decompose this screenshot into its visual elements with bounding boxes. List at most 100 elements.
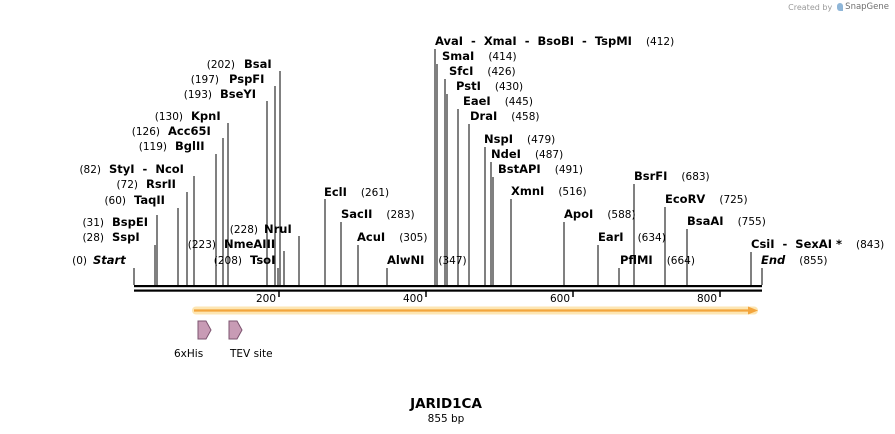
restriction-site-label[interactable]: SspI (28) [82, 230, 139, 244]
restriction-site-label[interactable]: NmeAIII (223) [188, 237, 275, 251]
site-position: (0) [72, 255, 87, 267]
restriction-site-label[interactable]: RsrII(72) [116, 177, 176, 191]
restriction-site-label[interactable]: BspEI(31) [82, 215, 148, 229]
restriction-site-label[interactable]: DraI(458) [470, 109, 540, 123]
site-name: SspI [112, 230, 140, 244]
snapgene-credit: Created by SnapGene [788, 2, 889, 12]
site-position: (725) [719, 194, 747, 206]
site-position: (283) [386, 209, 414, 221]
site-name: TaqII [134, 193, 165, 207]
site-labels: Start (0) SspI (28) BspEI(31) TaqII (60) RsrII(… [72, 34, 884, 267]
site-position: (261) [361, 187, 389, 199]
site-name: EclI [324, 185, 347, 199]
site-name: StyI - NcoI [109, 162, 184, 176]
restriction-site-label[interactable]: PspFI (197) [191, 72, 265, 86]
restriction-site-label[interactable]: TsoI(208) [214, 253, 276, 267]
site-name: TsoI [250, 253, 275, 267]
site-position: (202) [207, 59, 235, 71]
restriction-site-label[interactable]: End(855) [761, 253, 828, 267]
arrow-right-icon [197, 320, 212, 340]
restriction-site-label[interactable]: TaqII (60) [104, 193, 164, 207]
restriction-site-label[interactable]: NspI(479) [484, 132, 555, 146]
site-position: (855) [799, 255, 827, 267]
site-position: (588) [607, 209, 635, 221]
site-name: CsiI - SexAI * [751, 237, 842, 251]
site-name: NmeAIII [224, 237, 275, 251]
restriction-site-label[interactable]: BsaI (202) [207, 57, 272, 71]
restriction-site-label[interactable]: BstAPI (491) [498, 162, 583, 176]
site-position: (664) [667, 255, 695, 267]
site-name: AvaI - XmaI - BsoBI - TspMI [435, 34, 632, 48]
restriction-site-label[interactable]: EcoRV(725) [665, 192, 748, 206]
restriction-site-label[interactable]: Acc65I(126) [132, 124, 211, 138]
site-name: NdeI [491, 147, 521, 161]
site-name: BsaI [244, 57, 272, 71]
site-position: (479) [527, 134, 555, 146]
restriction-site-label[interactable]: Start (0) [72, 253, 126, 267]
restriction-site-label[interactable]: KpnI(130) [155, 109, 221, 123]
site-lines [133, 49, 763, 285]
site-position: (412) [646, 36, 674, 48]
site-position: (347) [438, 255, 466, 267]
site-position: (31) [82, 217, 104, 229]
restriction-site-label[interactable]: BseYI(193) [184, 87, 256, 101]
site-name: BsrFI [634, 169, 667, 183]
restriction-site-label[interactable]: BglII(119) [139, 139, 205, 153]
feature-label: TEV site [229, 348, 273, 360]
restriction-site-label[interactable]: BsaAI (755) [687, 214, 766, 228]
restriction-site-label[interactable]: AvaI - XmaI - BsoBI - TspMI (412) [435, 34, 674, 48]
restriction-site-label[interactable]: NdeI (487) [491, 147, 563, 161]
restriction-site-label[interactable]: EarI(634) [598, 230, 666, 244]
restriction-site-label[interactable]: AcuI(305) [357, 230, 427, 244]
restriction-site-label[interactable]: SacII(283) [341, 207, 415, 221]
feature-arrow[interactable] [192, 306, 758, 315]
credit-brand: SnapGene [845, 2, 889, 12]
site-position: (445) [505, 96, 533, 108]
backbone-bottom-strand [134, 289, 762, 292]
restriction-site-label[interactable]: BsrFI(683) [634, 169, 710, 183]
site-position: (634) [638, 232, 666, 244]
site-position: (414) [488, 51, 516, 63]
restriction-site-label[interactable]: EclI (261) [324, 185, 389, 199]
feature-label: 6xHis [174, 348, 203, 360]
credit-prefix: Created by [788, 2, 833, 12]
site-position: (60) [104, 195, 126, 207]
site-position: (458) [511, 111, 539, 123]
site-position: (197) [191, 74, 219, 86]
restriction-site-label[interactable]: ApoI(588) [564, 207, 636, 221]
site-position: (223) [188, 239, 216, 251]
site-position: (130) [155, 111, 183, 123]
restriction-site-label[interactable]: StyI - NcoI(82) [79, 162, 184, 176]
site-name: XmnI [511, 184, 544, 198]
site-name: BstAPI [498, 162, 541, 176]
restriction-site-label[interactable]: SfcI(426) [449, 64, 516, 78]
site-name: BsaAI [687, 214, 724, 228]
feature-6xhis[interactable]: 6xHis [174, 320, 212, 360]
sequence-name: JARID1CA [409, 396, 482, 412]
restriction-site-label[interactable]: PflMI(664) [620, 253, 695, 267]
restriction-site-label[interactable]: AlwNI (347) [387, 253, 467, 267]
restriction-site-label[interactable]: SmaI(414) [442, 49, 517, 63]
restriction-site-label[interactable]: CsiI - SexAI *(843) [751, 237, 884, 251]
restriction-site-label[interactable]: PstI(430) [456, 79, 523, 93]
site-name: NruI [264, 222, 292, 236]
site-position: (28) [82, 232, 104, 244]
site-name: BglII [175, 139, 205, 153]
site-name: Start [93, 253, 126, 267]
site-position: (487) [535, 149, 563, 161]
snapgene-logo-icon [837, 3, 844, 11]
ruler-tick-label: 600 [550, 293, 570, 305]
site-position: (755) [738, 216, 766, 228]
site-position: (126) [132, 126, 160, 138]
site-name: PspFI [229, 72, 264, 86]
site-position: (426) [487, 66, 515, 78]
ruler-tick-label: 800 [697, 293, 717, 305]
site-position: (72) [116, 179, 138, 191]
restriction-site-label[interactable]: EaeI(445) [463, 94, 533, 108]
feature-tev-site[interactable]: TEV site [228, 320, 273, 360]
site-name: PstI [456, 79, 481, 93]
site-name: AlwNI [387, 253, 424, 267]
site-position: (491) [555, 164, 583, 176]
restriction-site-label[interactable]: XmnI(516) [511, 184, 587, 198]
restriction-site-label[interactable]: NruI(228) [230, 222, 292, 236]
